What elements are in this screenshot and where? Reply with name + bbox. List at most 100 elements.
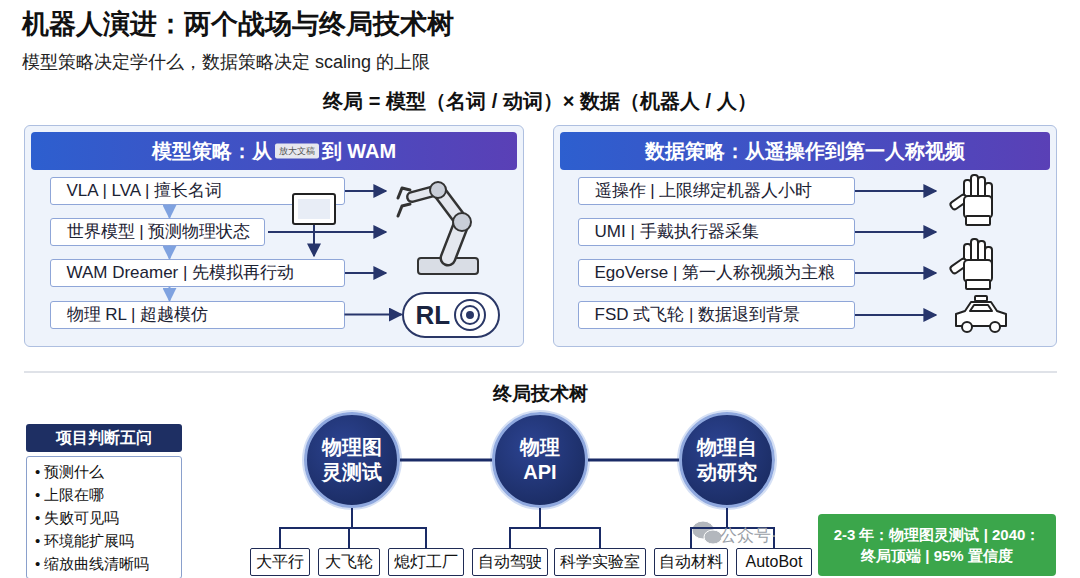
glove-icon — [966, 216, 990, 225]
header-band: 模型策略：从 到 WAM — [31, 132, 517, 170]
rl-cycle-icon — [467, 312, 473, 318]
header-band: 数据策略：从遥操作到第一人称视频 — [560, 132, 1050, 170]
flow-arrow — [855, 231, 936, 233]
car-icon — [962, 322, 972, 332]
glove-icon — [985, 183, 992, 203]
leaf-box: 科学实验室 — [554, 548, 646, 576]
node-text: 2-3 年：物理图灵测试 | 2040： 终局顶端 | 95% 置信度 — [826, 524, 1048, 566]
robot-arm-illustration — [412, 190, 438, 197]
node-text: 世界模型 | 预测物理状态 — [51, 219, 264, 244]
robot-arm-illustration — [430, 182, 446, 198]
checklist-item: • 缩放曲线清晰吗 — [35, 552, 173, 575]
flow-connector — [169, 246, 171, 259]
flow-connector — [400, 459, 492, 462]
watermark-icon — [692, 521, 714, 539]
flow-arrow — [268, 231, 386, 233]
tree-connector — [540, 508, 600, 548]
panel-heading: 到 WAM — [322, 138, 396, 165]
robot-arm-illustration — [453, 213, 471, 231]
robot-arm-illustration — [398, 182, 478, 274]
glove-icon — [964, 180, 971, 204]
node-text: EgoVerse | 第一人称视频为主粮 — [579, 260, 854, 285]
checklist-body: • 预测什么• 上限在哪• 失败可见吗• 环境能扩展吗• 缩放曲线清晰吗 — [26, 456, 182, 578]
leaf-box: 大飞轮 — [318, 548, 380, 576]
robot-arm-illustration — [412, 190, 438, 197]
milestone-circle: 物理自 动研究 — [679, 412, 775, 508]
leaf-box: AutoBot — [736, 548, 812, 576]
robot-arm-illustration — [398, 188, 410, 216]
glove-icon — [985, 247, 992, 267]
flow-arrow — [855, 272, 936, 274]
process-box: 世界模型 | 预测物理状态 — [50, 218, 265, 246]
node-text: 物理自 动研究 — [691, 435, 763, 485]
glove-icon — [964, 260, 992, 282]
robot-arm-illustration — [438, 190, 462, 222]
node-text: VLA | LVA | 擅长名词 — [51, 178, 344, 203]
glove-icon — [949, 194, 968, 211]
checklist-item: • 环境能扩展吗 — [35, 529, 173, 552]
glove-icon — [978, 177, 985, 203]
glove-icon — [964, 244, 971, 268]
panel-heading: 数据策略：从遥操作到第一人称视频 — [645, 138, 965, 165]
milestone-circle: 物理 API — [492, 412, 588, 508]
node-text: FSD 式飞轮 | 数据退到背景 — [579, 302, 854, 327]
car-icon — [990, 322, 1000, 332]
node-text: 自动驾驶 — [478, 552, 542, 573]
tree-connector — [691, 508, 727, 548]
flow-connector — [169, 287, 171, 301]
leaf-box: 自动材料 — [654, 548, 728, 576]
node-text: 大飞轮 — [325, 552, 373, 573]
robot-arm-illustration — [418, 258, 478, 274]
glove-icon — [949, 258, 968, 275]
process-box: 遥操作 | 上限绑定机器人小时 — [578, 177, 855, 205]
node-text: WAM Dreamer | 先模拟再行动 — [51, 260, 344, 285]
formula: 终局 = 模型（名词 / 动词）× 数据（机器人 / 人） — [323, 88, 756, 115]
strategy-panel: 模型策略：从 到 WAM VLA | LVA | 擅长名词世界模型 | 预测物理状态… — [24, 125, 524, 347]
divider-line — [24, 371, 1057, 373]
subtitle: 模型策略决定学什么，数据策略决定 scaling 的上限 — [22, 50, 430, 74]
tree-connector — [349, 508, 352, 548]
title: 机器人演进：两个战场与终局技术树 — [22, 6, 454, 42]
process-box: 物理 RL | 超越模仿 — [50, 301, 345, 329]
node-text: 自动材料 — [659, 552, 723, 573]
flow-arrow — [345, 272, 386, 274]
strategy-panel: 数据策略：从遥操作到第一人称视频遥操作 | 上限绑定机器人小时UMI | 手戴执… — [553, 125, 1057, 347]
node-text: 物理 API — [504, 435, 576, 485]
glove-icon — [966, 280, 990, 289]
flow-arrow — [855, 314, 936, 316]
panel-heading: 模型策略：从 — [152, 138, 272, 165]
glove-icon — [964, 196, 992, 218]
node-text: 物理图 灵测试 — [316, 435, 388, 485]
monitor-icon — [298, 199, 330, 219]
node-text: 遥操作 | 上限绑定机器人小时 — [579, 178, 854, 203]
leaf-box: 大平行 — [250, 548, 310, 576]
rl-cycle-icon — [461, 306, 479, 324]
tree-connector — [510, 508, 540, 548]
car-icon — [970, 305, 992, 311]
process-box: WAM Dreamer | 先模拟再行动 — [50, 259, 345, 287]
process-box: EgoVerse | 第一人称视频为主粮 — [578, 259, 855, 287]
leaf-box: 自动驾驶 — [472, 548, 548, 576]
tree-connector — [352, 508, 426, 548]
milestone-circle: 物理图 灵测试 — [304, 412, 400, 508]
node-text: 科学实验室 — [560, 552, 640, 573]
flow-arrow — [345, 190, 386, 192]
watermark: 公众号· — [720, 524, 777, 547]
car-icon — [956, 302, 1006, 326]
flow-arrow — [268, 191, 936, 315]
flow-connector — [169, 205, 171, 218]
flow-connector — [588, 459, 679, 462]
node-text: 物理 RL | 超越模仿 — [51, 302, 344, 327]
flow-arrow — [313, 225, 315, 256]
robot-arm-illustration — [438, 190, 462, 222]
node-text: AutoBot — [746, 553, 803, 571]
checklist-item: • 预测什么 — [35, 460, 173, 483]
monitor-icon — [293, 194, 335, 224]
tree-connector — [280, 508, 352, 548]
node-text: RL — [416, 294, 451, 336]
process-box: VLA | LVA | 擅长名词 — [50, 177, 345, 205]
checklist-item: • 失败可见吗 — [35, 506, 173, 529]
checklist-item: • 上限在哪 — [35, 483, 173, 506]
